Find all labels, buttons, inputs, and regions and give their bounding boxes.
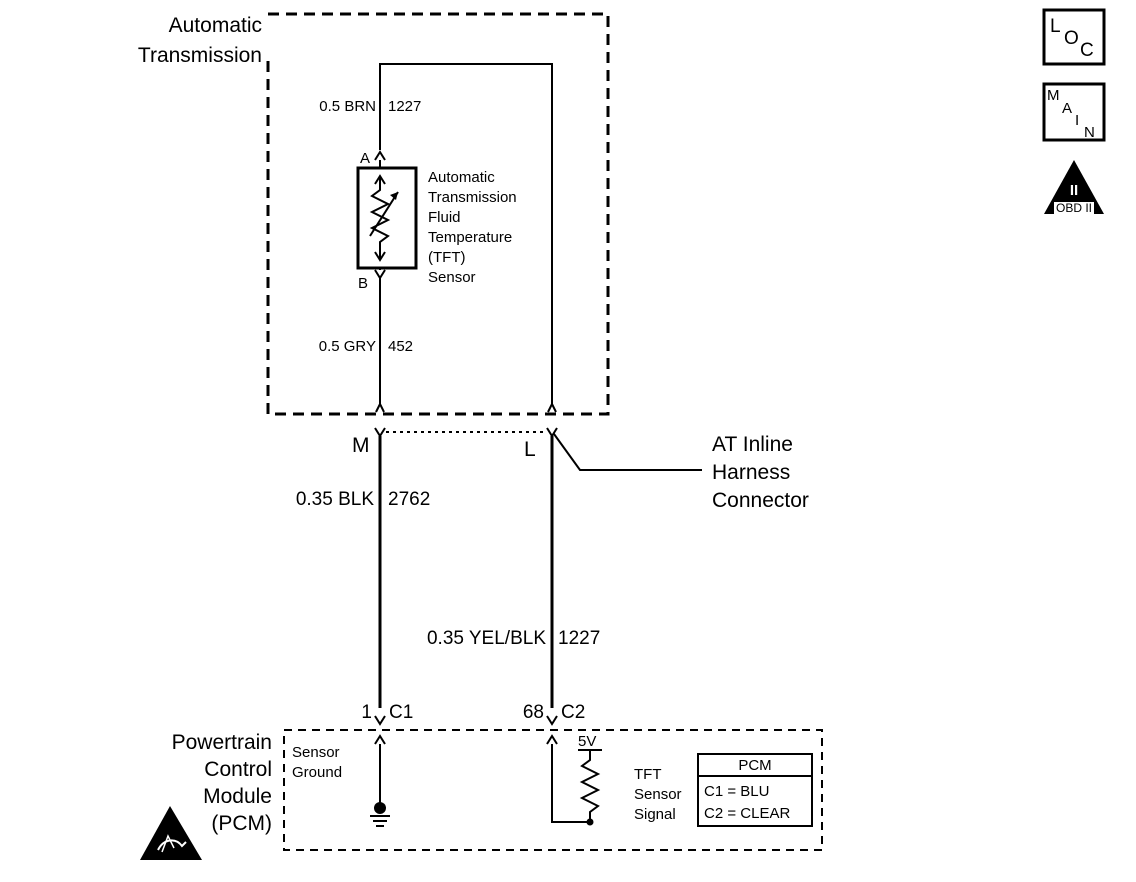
pcm-label-3: Module — [203, 785, 272, 808]
wire-bottom-color: 0.5 GRY — [319, 338, 376, 355]
ground-label-2: Ground — [292, 764, 342, 781]
wire-top-circuit: 1227 — [388, 98, 421, 115]
wire-left-circuit: 2762 — [388, 489, 430, 510]
harness-wires: 0.35 BLK 2762 0.35 YEL/BLK 1227 1 C1 68 … — [296, 436, 600, 726]
tft-sensor: Automatic Transmission Fluid Temperature… — [356, 166, 517, 286]
pcm-pin-left-number: 1 — [361, 702, 372, 723]
pullup-resistor-symbol — [579, 750, 601, 822]
voltage-label: 5V — [578, 733, 596, 750]
svg-text:C: C — [1080, 40, 1094, 61]
svg-text:II: II — [1070, 182, 1078, 199]
transmission-title-line1: Automatic — [169, 14, 262, 37]
pcm-pin-right-number: 68 — [523, 702, 544, 723]
sensor-label-1: Automatic — [428, 169, 495, 186]
connector-label-2: Harness — [712, 461, 790, 484]
sensor-ground-circuit: Sensor Ground — [292, 734, 390, 827]
pin-b-connector — [374, 269, 386, 280]
thermistor-symbol — [369, 178, 391, 258]
connector-pin-m: M — [352, 434, 370, 457]
signal-label-1: TFT — [634, 766, 662, 783]
ground-label-1: Sensor — [292, 744, 340, 761]
wire-right-color: 0.35 YEL/BLK — [427, 628, 546, 649]
loc-icon[interactable]: L O C — [1042, 8, 1106, 66]
wire-left-color: 0.35 BLK — [296, 489, 374, 510]
svg-text:N: N — [1084, 124, 1095, 141]
obd-ii-icon[interactable]: II OBD II — [1044, 160, 1104, 215]
svg-text:I: I — [1075, 112, 1079, 129]
sensor-label-6: Sensor — [428, 269, 476, 286]
connector-pin-l: L — [524, 438, 536, 461]
wire-top-color: 0.5 BRN — [319, 98, 376, 115]
main-icon[interactable]: M A I N — [1042, 82, 1106, 142]
sensor-label-2: Transmission — [428, 189, 517, 206]
ground-icon — [370, 815, 390, 827]
pcm-pin-left-connector: C1 — [389, 702, 413, 723]
wire-bottom-circuit: 452 — [388, 338, 413, 355]
legend-row-2: C2 = CLEAR — [704, 805, 790, 822]
pcm-legend-box: PCM C1 = BLU C2 = CLEAR — [697, 753, 813, 827]
legend-row-1: C1 = BLU — [704, 783, 769, 800]
svg-text:A: A — [1062, 100, 1072, 117]
transmission-wiring: 0.5 BRN 1227 0.5 GRY 452 A B — [319, 63, 557, 413]
esd-warning-icon — [140, 806, 202, 860]
pin-a-connector — [374, 150, 386, 161]
pcm-label-4: (PCM) — [211, 812, 272, 835]
signal-label-2: Sensor — [634, 786, 682, 803]
pcm-enclosure: Powertrain Control Module (PCM) — [172, 729, 823, 851]
pcm-label-1: Powertrain — [172, 731, 272, 754]
pcm-pin-right-connector: C2 — [561, 702, 585, 723]
signal-label-3: Signal — [634, 806, 676, 823]
tft-signal-circuit: 5V TFT Sensor Signal — [546, 733, 682, 826]
wire-right-circuit: 1227 — [558, 628, 600, 649]
sensor-label-5: (TFT) — [428, 249, 465, 266]
pcm-label-2: Control — [204, 758, 272, 781]
connector-label-1: AT Inline — [712, 433, 793, 456]
connector-label-3: Connector — [712, 489, 809, 512]
sensor-label-3: Fluid — [428, 209, 461, 226]
inline-harness-connector: M L AT Inline Harness Connector — [352, 427, 809, 512]
pin-b-label: B — [358, 275, 368, 292]
svg-text:M: M — [1047, 87, 1060, 104]
svg-text:OBD II: OBD II — [1056, 201, 1092, 215]
pin-a-label: A — [360, 150, 370, 167]
transmission-title-line2: Transmission — [138, 44, 262, 67]
transmission-enclosure: Automatic Transmission — [138, 12, 610, 416]
sensor-label-4: Temperature — [428, 229, 512, 246]
legend-title: PCM — [738, 757, 771, 774]
svg-text:O: O — [1064, 28, 1079, 49]
svg-text:L: L — [1050, 16, 1061, 37]
